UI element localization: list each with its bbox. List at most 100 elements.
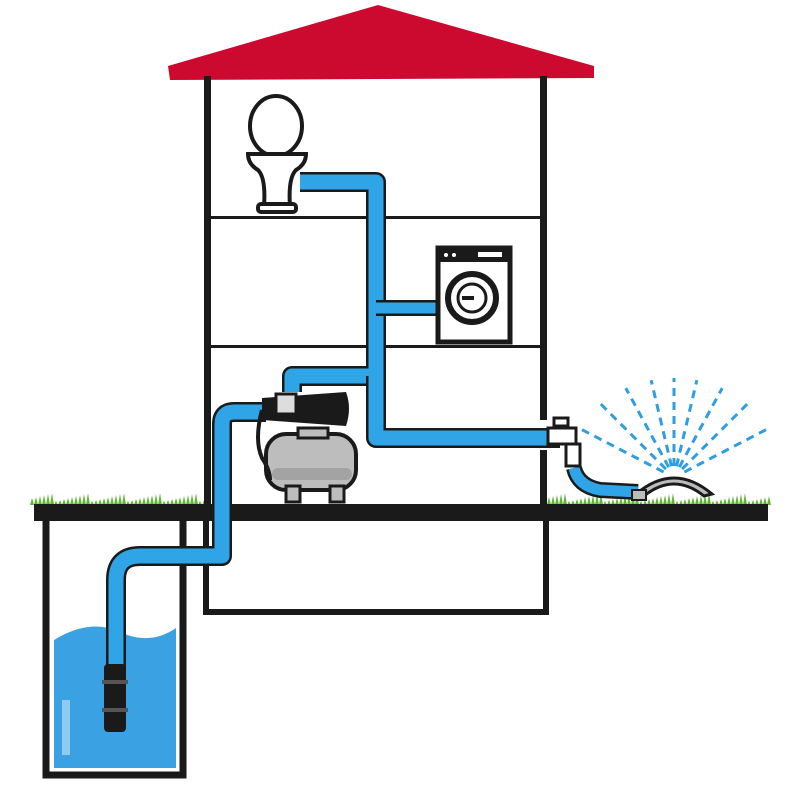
grass-blade: [623, 496, 627, 505]
grass-blade: [38, 496, 42, 505]
grass-blade: [106, 497, 110, 505]
grass-blade: [547, 497, 551, 505]
grass-blade: [683, 499, 687, 505]
grass-blade: [114, 495, 118, 505]
grass-blade: [671, 493, 675, 505]
grass-blade: [174, 498, 178, 505]
grass-blade: [695, 496, 699, 505]
grass-blade: [651, 498, 655, 505]
grass-blade: [615, 498, 619, 505]
grass-blade: [170, 499, 174, 505]
toilet-base: [256, 202, 298, 214]
pump-foot-left: [284, 484, 302, 504]
grass-blade: [663, 495, 667, 505]
grass-blade: [190, 494, 194, 505]
grass-right: [547, 493, 771, 505]
grass-blade: [182, 496, 186, 505]
grass-blade: [46, 494, 50, 505]
grass-blade: [102, 498, 106, 505]
tap-pipe: [368, 376, 560, 446]
grass-blade: [150, 495, 154, 505]
grass-blade: [591, 495, 595, 505]
grass-blade: [659, 496, 663, 505]
toilet-bowl: [245, 152, 309, 208]
grass-blade: [755, 499, 759, 505]
sprinkler-spray: [578, 378, 770, 474]
grass-blade: [707, 493, 711, 505]
pressure-pipe-outline: [282, 172, 386, 392]
suction-pipe: [108, 404, 266, 668]
submersible-pump-band-2: [102, 708, 128, 712]
grass-blade: [551, 496, 555, 505]
grass-blade: [583, 497, 587, 505]
grass-blade: [731, 496, 735, 505]
grass-blade: [647, 499, 651, 505]
sprinkler-arc: [632, 476, 716, 498]
toilet-icon: [245, 94, 309, 214]
grass-blade: [571, 500, 575, 505]
grass-blade: [563, 493, 567, 505]
washer-panel: [438, 248, 510, 262]
well-water-shine: [62, 700, 70, 755]
grass-blade: [62, 499, 66, 505]
grass-blade: [559, 494, 563, 505]
grass-blade: [66, 498, 70, 505]
grass-blade: [735, 495, 739, 505]
grass-blade: [78, 495, 82, 505]
spray-line: [675, 379, 699, 467]
grass-blade: [687, 498, 691, 505]
grass-blade: [110, 496, 114, 505]
grass-blade: [142, 497, 146, 505]
grass-blade: [655, 497, 659, 505]
garden-hose: [568, 466, 639, 498]
house-wall-right: [540, 76, 547, 420]
pump-head: [274, 392, 298, 416]
grass-blade: [587, 496, 591, 505]
grass-blade: [158, 493, 162, 505]
grass-blade: [667, 494, 671, 505]
grass-blade: [194, 493, 198, 505]
grass-blade: [86, 493, 90, 505]
grass-blade: [599, 493, 603, 505]
grass-blade: [94, 500, 98, 505]
washer-door-handle: [462, 296, 474, 300]
grass-blade: [691, 497, 695, 505]
grass-blade: [70, 497, 74, 505]
washer-dial-1: [444, 253, 448, 257]
grass-blade: [74, 496, 78, 505]
spray-line: [649, 379, 673, 467]
basement-walls: [203, 521, 549, 615]
spray-line: [578, 426, 665, 474]
grass-blade: [30, 498, 34, 505]
pump-tank-top: [296, 426, 330, 440]
grass-blade: [146, 496, 150, 505]
grass-blade: [743, 493, 747, 505]
well-wall: [42, 518, 187, 779]
grass-blade: [763, 497, 767, 505]
grass-blade: [627, 495, 631, 505]
grass-blade: [34, 497, 38, 505]
tap-spout: [564, 442, 582, 468]
grass-blade: [42, 495, 46, 505]
suction-pipe-outline: [106, 402, 266, 668]
grass-blade: [555, 495, 559, 505]
spray-line: [624, 387, 671, 468]
spray-line: [677, 387, 724, 468]
grass-blade: [767, 496, 771, 505]
grass-blade: [134, 499, 138, 505]
sprinkler-base: [631, 489, 647, 501]
tap-pipe-outline: [366, 376, 560, 448]
grass-blade: [751, 500, 755, 505]
grass-blade: [727, 497, 731, 505]
submersible-pump-icon: [102, 664, 128, 732]
spray-line: [599, 402, 668, 471]
washing-machine-icon: [435, 245, 513, 345]
house-wall-right-lower: [540, 450, 547, 506]
pipe-network: [106, 172, 639, 668]
grass-blade: [186, 495, 190, 505]
grass-blade: [719, 499, 723, 505]
grass-blade: [178, 497, 182, 505]
tap-body: [546, 426, 578, 446]
grass-blade: [579, 498, 583, 505]
